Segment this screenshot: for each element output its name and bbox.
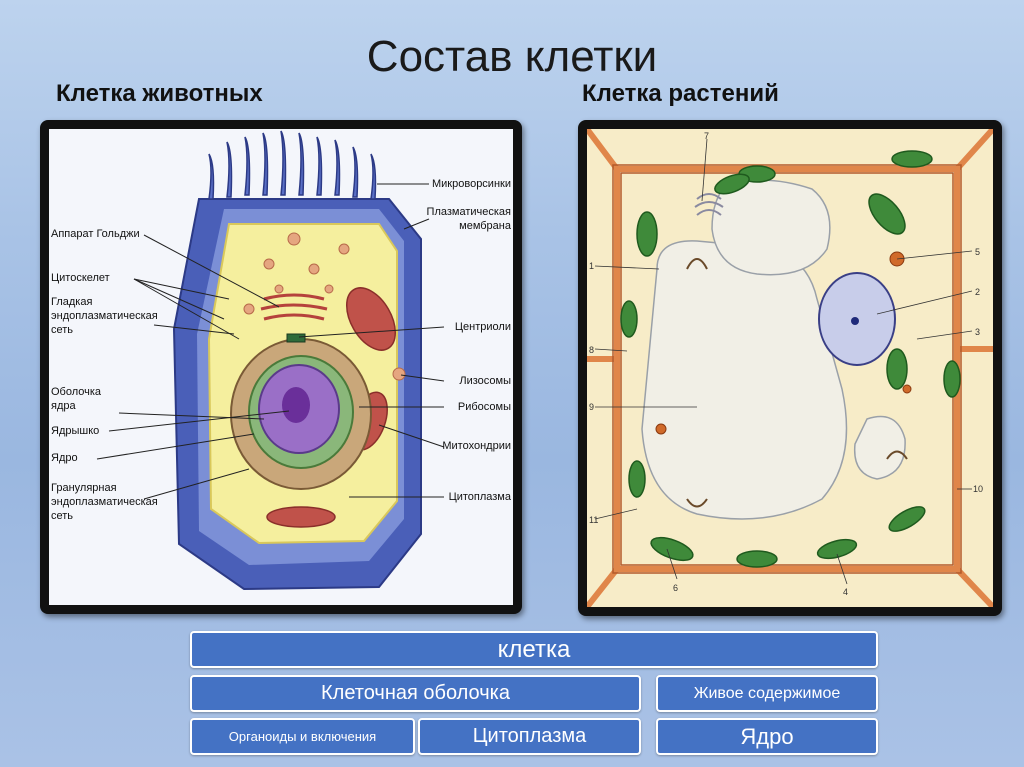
- label-ribosomes: Рибосомы: [458, 401, 511, 413]
- label-nuclear-envelope-1: Оболочка: [51, 386, 102, 398]
- label-smooth-er-1: Гладкая: [51, 296, 92, 308]
- animal-cell-diagram: Аппарат Гольджи Цитоскелет Гладкая эндоп…: [51, 130, 512, 591]
- label-plasma-membrane-1: Плазматическая: [427, 206, 512, 218]
- slide-title: Состав клетки: [366, 32, 658, 81]
- centriole-icon: [286, 333, 306, 343]
- cell-wall-icon: [587, 129, 993, 607]
- plant-cell-frame: 7 1 5 2 3 8 9 10 11 6 4: [578, 120, 1002, 616]
- plant-label-1: 1: [589, 261, 594, 271]
- plant-label-10: 10: [973, 484, 983, 494]
- plant-label-11: 11: [589, 515, 598, 525]
- animal-cell-frame: Аппарат Гольджи Цитоскелет Гладкая эндоп…: [40, 120, 522, 614]
- lysosome-icon: [243, 232, 406, 381]
- plant-label-6: 6: [673, 583, 678, 593]
- label-rough-er-2: эндоплазматическая: [51, 496, 158, 508]
- scheme-box-cytoplasm: Цитоплазма: [418, 718, 641, 755]
- plant-label-7: 7: [704, 131, 709, 141]
- animal-cell-panel: Аппарат Гольджи Цитоскелет Гладкая эндоп…: [49, 129, 513, 605]
- plant-cell-heading: Клетка растений: [582, 80, 779, 107]
- label-golgi: Аппарат Гольджи: [51, 228, 140, 240]
- label-nuclear-envelope-2: ядра: [51, 400, 76, 412]
- microvilli-icon: [208, 130, 377, 200]
- label-smooth-er-3: сеть: [51, 324, 73, 336]
- plant-label-4: 4: [843, 587, 848, 597]
- scheme-box-organoids: Органоиды и включения: [190, 718, 415, 755]
- label-nucleolus: Ядрышко: [51, 425, 99, 437]
- label-plasma-membrane-2: мембрана: [459, 220, 512, 232]
- plant-label-2: 2: [975, 287, 980, 297]
- nucleolus-icon: [282, 387, 310, 423]
- label-cytoplasm: Цитоплазма: [449, 491, 512, 503]
- animal-cell-heading: Клетка животных: [56, 80, 263, 107]
- label-centrioles: Центриоли: [455, 321, 511, 333]
- label-rough-er-1: Гранулярная: [51, 482, 117, 494]
- vacuole-icon: [641, 240, 848, 520]
- plant-cell-panel: 7 1 5 2 3 8 9 10 11 6 4: [587, 129, 993, 607]
- plant-label-3: 3: [975, 327, 980, 337]
- label-microvilli: Микроворсинки: [432, 178, 511, 190]
- plant-label-5: 5: [975, 247, 980, 257]
- label-mitochondria: Митохондрии: [442, 440, 511, 452]
- plant-cell-diagram: 7 1 5 2 3 8 9 10 11 6 4: [587, 129, 993, 607]
- plant-label-8: 8: [589, 345, 594, 355]
- scheme-box-nucleus: Ядро: [656, 718, 878, 755]
- label-smooth-er-2: эндоплазматическая: [51, 310, 158, 322]
- label-cytoskeleton: Цитоскелет: [51, 272, 110, 284]
- label-lysosomes: Лизосомы: [459, 375, 511, 387]
- label-nucleus: Ядро: [51, 452, 78, 464]
- scheme-box-living-content: Живое содержимое: [656, 675, 878, 712]
- plant-label-9: 9: [589, 402, 594, 412]
- scheme-box-cell-membrane: Клеточная оболочка: [190, 675, 641, 712]
- scheme-box-cell: клетка: [190, 631, 878, 668]
- label-rough-er-3: сеть: [51, 510, 73, 522]
- chloroplast-icon: [620, 150, 961, 568]
- golgi-icon: [260, 293, 328, 321]
